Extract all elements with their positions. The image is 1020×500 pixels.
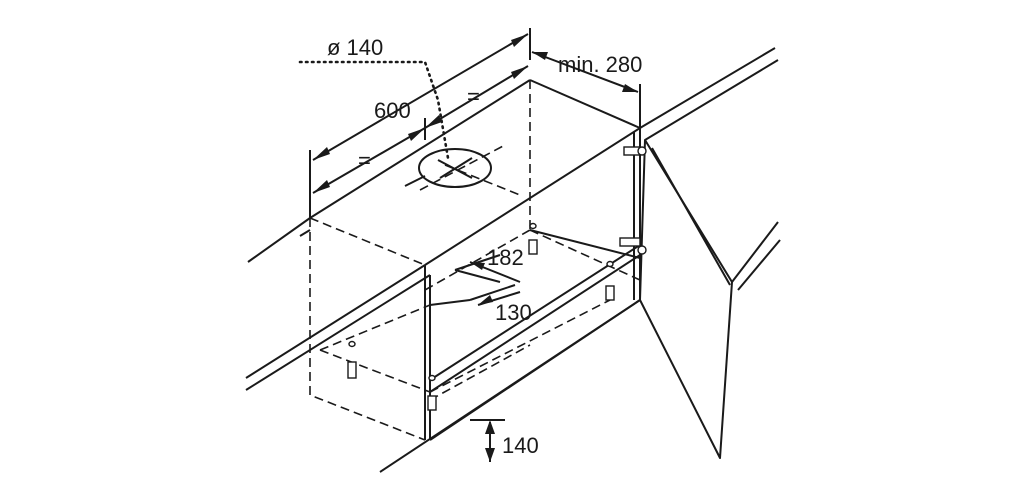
mounting-pin bbox=[427, 374, 437, 411]
label-min-clearance: min. 280 bbox=[558, 52, 642, 77]
label-equal-top: = bbox=[467, 84, 480, 109]
dim-182 bbox=[469, 261, 521, 283]
wall-top-band bbox=[247, 47, 779, 263]
label-width: 600 bbox=[374, 98, 411, 123]
dim-min-clearance bbox=[531, 51, 641, 128]
label-height-140: 140 bbox=[502, 433, 539, 458]
cabinet-door bbox=[619, 139, 781, 459]
mounting-pin bbox=[528, 222, 538, 255]
hidden-edges bbox=[309, 80, 641, 441]
dim-140 bbox=[470, 419, 505, 462]
duct-opening bbox=[404, 148, 492, 188]
label-duct-diameter: ø 140 bbox=[327, 35, 383, 60]
dim-equal bbox=[312, 65, 529, 194]
dim-600 bbox=[309, 28, 531, 218]
label-equal-left: = bbox=[358, 148, 371, 173]
label-offset-130: 130 bbox=[495, 300, 532, 325]
leader-duct-diameter bbox=[298, 60, 450, 160]
mounting-pins bbox=[347, 222, 615, 411]
dim-130 bbox=[477, 291, 521, 306]
mounting-pin bbox=[605, 260, 615, 301]
cabinet-body bbox=[245, 79, 641, 473]
mounting-pin bbox=[347, 340, 357, 379]
label-offset-182: 182 bbox=[487, 245, 524, 270]
